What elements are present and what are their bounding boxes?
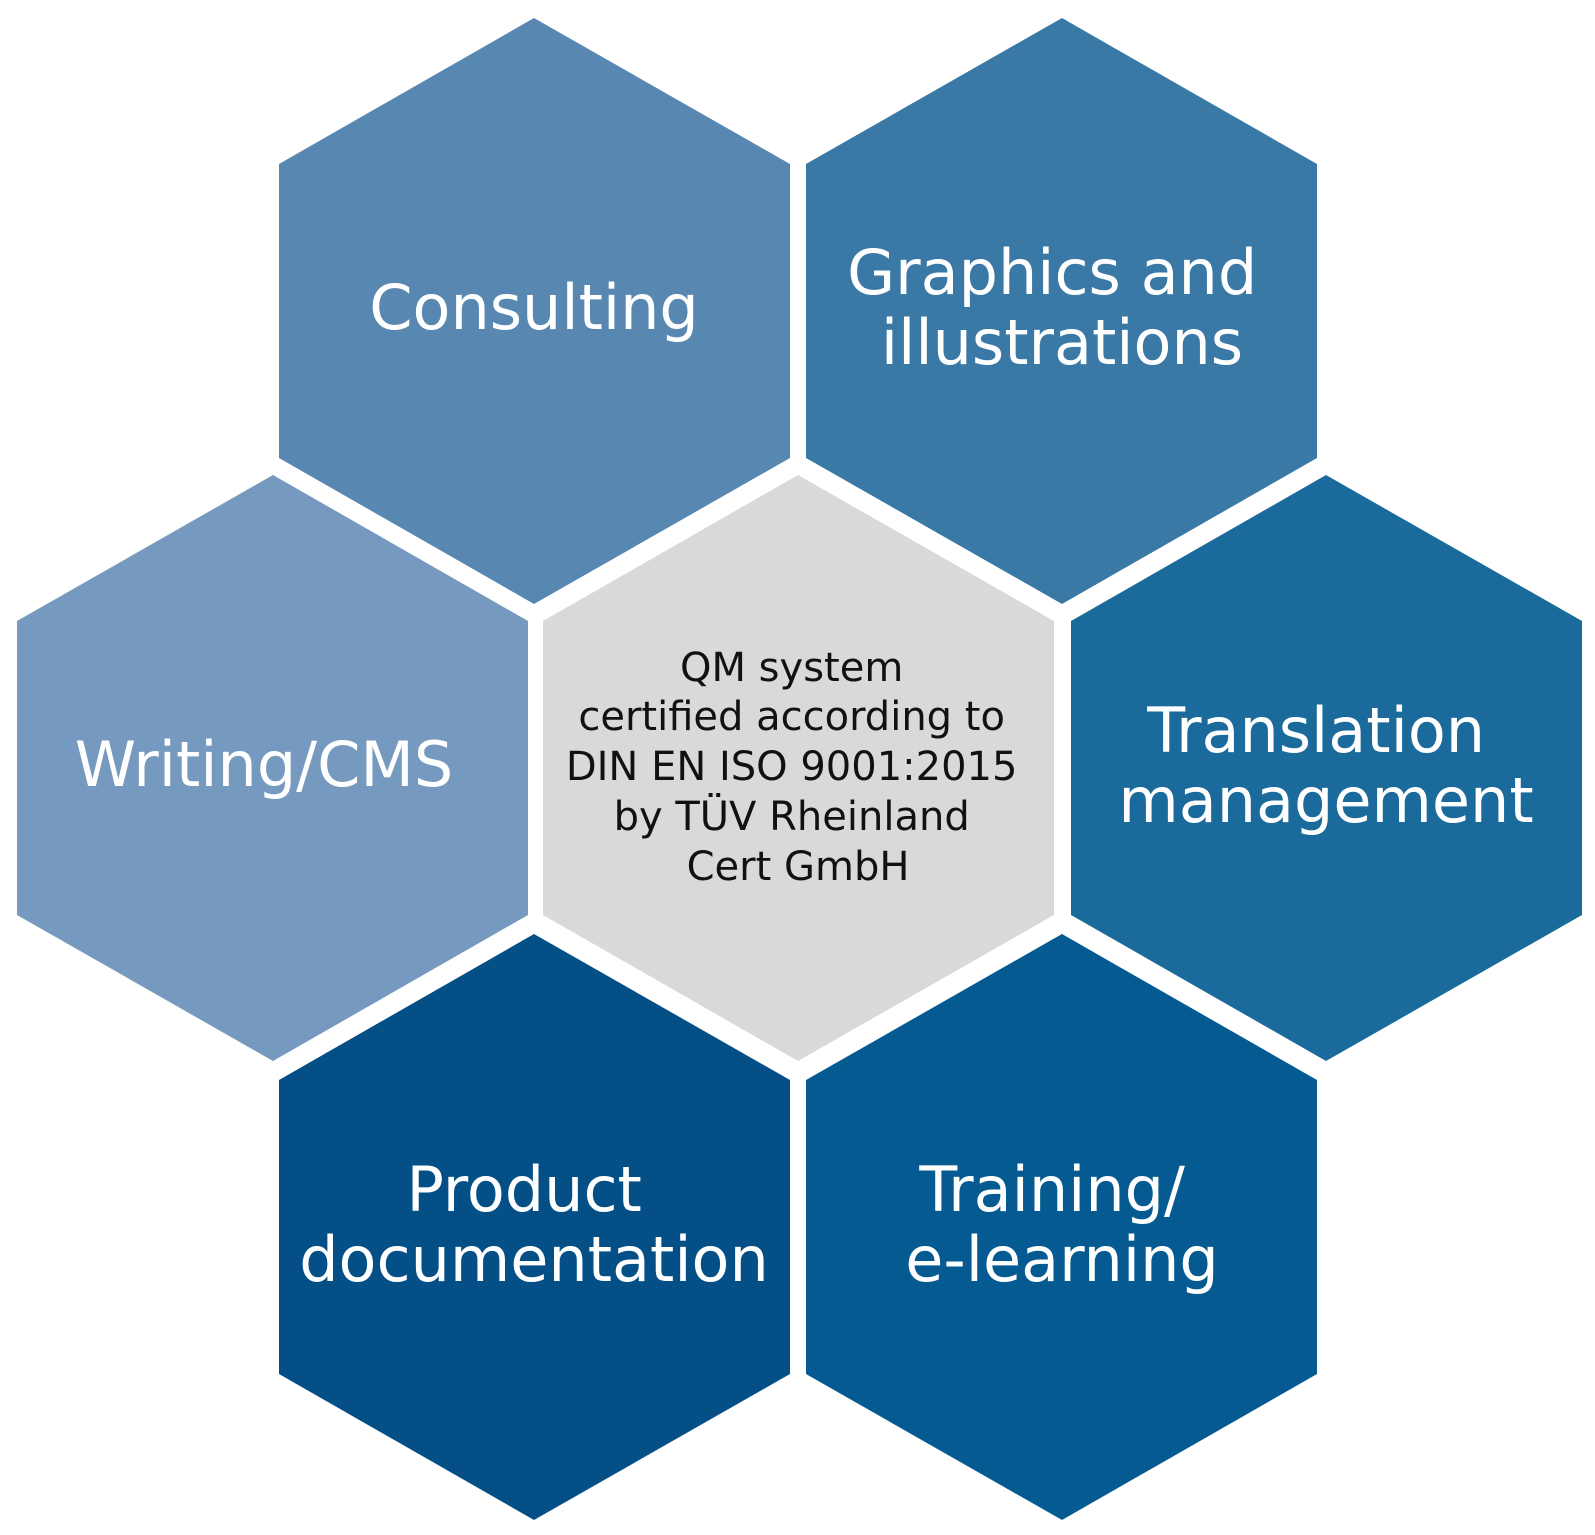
hex-training-line: e-learning: [905, 1223, 1218, 1296]
hex-center: QM system certified according to DIN EN …: [543, 475, 1054, 1061]
hex-product-shape: [279, 934, 790, 1520]
hex-center-shape: [543, 475, 1054, 1061]
hex-center-line: QM system: [680, 645, 903, 691]
hex-center-line: DIN EN ISO 9001:2015: [566, 744, 1018, 790]
hex-writing-shape: [17, 475, 528, 1061]
hex-translation-line: Translation: [1146, 694, 1485, 767]
hex-center-line: certified according to: [578, 694, 1005, 740]
hex-training: Training/ e-learning: [806, 934, 1317, 1520]
hex-training-shape: [806, 934, 1317, 1520]
hex-consulting-label: Consulting: [369, 271, 699, 344]
hex-writing-line: Writing/CMS: [75, 728, 453, 801]
hex-translation: Translation management: [1071, 475, 1582, 1061]
hex-translation-line: management: [1118, 764, 1533, 837]
hex-writing: Writing/CMS: [17, 475, 528, 1061]
hex-consulting-line: Consulting: [369, 271, 699, 344]
hex-center-line: Cert GmbH: [687, 844, 910, 890]
hex-graphics: Graphics and illustrations: [806, 18, 1317, 604]
hex-training-line: Training/: [918, 1153, 1185, 1226]
hex-center-line: by TÜV Rheinland: [614, 792, 970, 840]
hex-training-label: Training/ e-learning: [905, 1153, 1218, 1296]
hex-graphics-line: illustrations: [881, 306, 1243, 379]
hex-consulting: Consulting: [279, 18, 790, 604]
hex-graphics-label: Graphics and illustrations: [847, 236, 1277, 379]
hex-consulting-shape: [279, 18, 790, 604]
hex-product-line: Product: [406, 1153, 641, 1226]
hex-product: Product documentation: [279, 934, 790, 1520]
hex-graphics-line: Graphics and: [847, 236, 1257, 309]
hex-graphics-shape: [806, 18, 1317, 604]
hex-product-label: Product documentation: [299, 1153, 769, 1296]
hex-center-label: QM system certified according to DIN EN …: [566, 645, 1030, 890]
hex-translation-shape: [1071, 475, 1582, 1061]
hex-product-line: documentation: [299, 1223, 769, 1296]
hex-translation-label: Translation management: [1118, 694, 1533, 837]
hex-writing-label: Writing/CMS: [75, 728, 453, 801]
